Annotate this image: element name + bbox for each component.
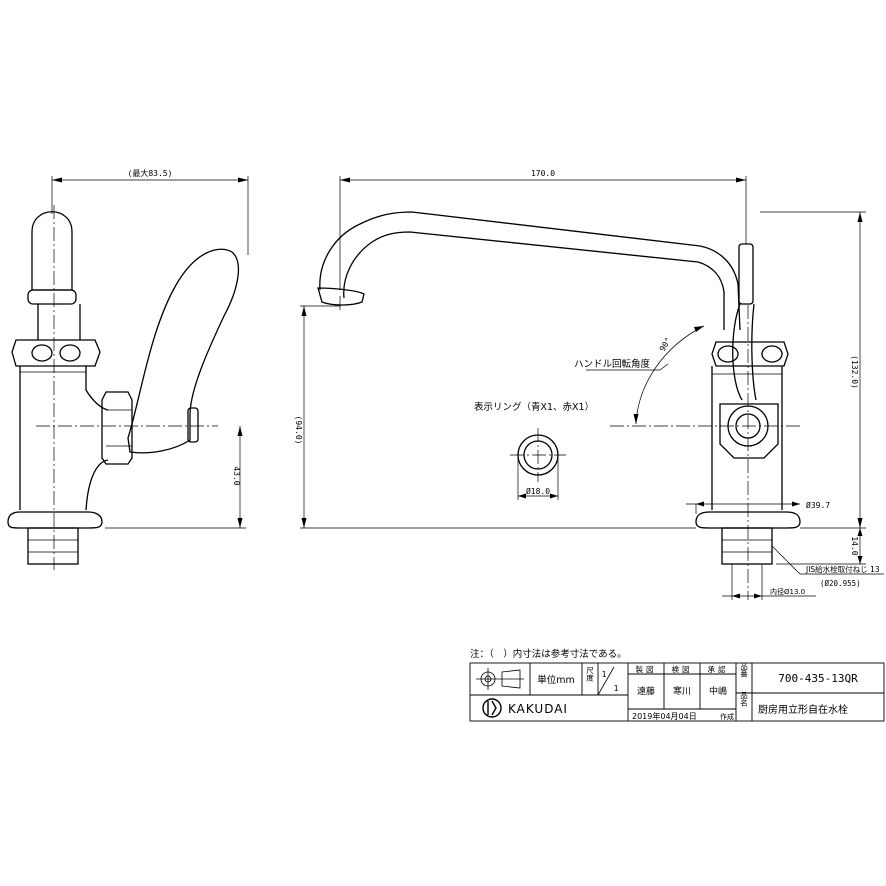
spout-tip bbox=[317, 287, 365, 306]
unit-label: 単位mm bbox=[537, 674, 575, 686]
date-suffix: 作成 bbox=[720, 712, 734, 721]
projection-symbol bbox=[476, 668, 524, 690]
hex-nut bbox=[101, 391, 133, 465]
dim-spout-height: (94.0) bbox=[294, 416, 303, 445]
header-design: 製図 bbox=[636, 664, 657, 674]
header-approve: 承認 bbox=[708, 664, 729, 674]
thread-pipe bbox=[27, 527, 79, 565]
dim-total-height: (132.0) bbox=[850, 355, 859, 389]
spout-knob bbox=[31, 211, 73, 291]
part-number-label: 品番 bbox=[739, 662, 748, 679]
base-flange bbox=[7, 511, 103, 529]
body-nut bbox=[11, 339, 101, 367]
reference-note: 注：（ ）内寸法は参考寸法である。 bbox=[470, 648, 627, 660]
product-name: 厨房用立形自在水栓 bbox=[758, 703, 848, 716]
faucet-body bbox=[19, 366, 109, 511]
front-view bbox=[317, 211, 801, 600]
part-number: 700-435-13QR bbox=[778, 672, 858, 685]
dim-handle-angle: 90° bbox=[658, 336, 673, 353]
spout-tube bbox=[319, 211, 741, 331]
header-check: 検図 bbox=[672, 664, 693, 674]
thread-label: JIS給水栓取付ねじ 13 bbox=[805, 564, 880, 574]
brand-name: KAKUDAI bbox=[508, 702, 568, 716]
dim-max-width: (最大83.5) bbox=[128, 168, 173, 178]
indicator-ring: Ø18.0 表示リング（青X1、赤X1） bbox=[474, 401, 594, 500]
handle-screw bbox=[187, 407, 199, 443]
dim-center-height: 43.0 bbox=[232, 466, 241, 485]
front-nut bbox=[711, 341, 789, 367]
designer-name: 遠藤 bbox=[637, 685, 655, 697]
dim-ring-diameter: Ø18.0 bbox=[526, 486, 550, 496]
front-thread bbox=[721, 527, 773, 565]
scale-denominator: 1 bbox=[614, 684, 619, 693]
ring-label: 表示リング（青X1、赤X1） bbox=[474, 401, 594, 413]
dim-base-diameter: Ø39.7 bbox=[806, 500, 830, 510]
drawing-date: 2019年04月04日 bbox=[632, 711, 697, 721]
product-name-label: 品名 bbox=[740, 691, 749, 708]
side-dimensions: (最大83.5) 43.0 bbox=[51, 168, 249, 529]
dim-inner-diameter: 内径Ø13.0 bbox=[770, 587, 805, 596]
handle-rotation-label: ハンドル回転角度 bbox=[574, 358, 651, 370]
side-view bbox=[7, 205, 240, 570]
front-base bbox=[695, 511, 801, 529]
dim-base-height: 14.0 bbox=[850, 536, 859, 555]
lever-handle bbox=[127, 248, 240, 454]
knob-ring bbox=[27, 289, 77, 305]
scale-numerator: 1 bbox=[602, 670, 607, 679]
approver-name: 中嶋 bbox=[709, 685, 727, 697]
dim-thread-diameter: (Ø20.955) bbox=[820, 579, 861, 588]
front-dimensions: 170.0 (94.0) (132.0) 14.0 Ø39.7 JIS給水栓取付… bbox=[294, 169, 884, 600]
front-handle bbox=[738, 243, 754, 305]
title-block: 単位mm 尺度 1 1 製図 検図 承認 遠藤 寒川 中嶋 2019年04月04… bbox=[469, 662, 885, 722]
scale-label: 尺度 bbox=[585, 666, 594, 683]
checker-name: 寒川 bbox=[673, 685, 691, 697]
kakudai-logo: KAKUDAI bbox=[482, 698, 568, 718]
front-lever bbox=[732, 303, 757, 401]
dim-spout-length: 170.0 bbox=[531, 169, 555, 178]
front-body bbox=[711, 366, 783, 510]
handle-boss bbox=[719, 403, 779, 459]
